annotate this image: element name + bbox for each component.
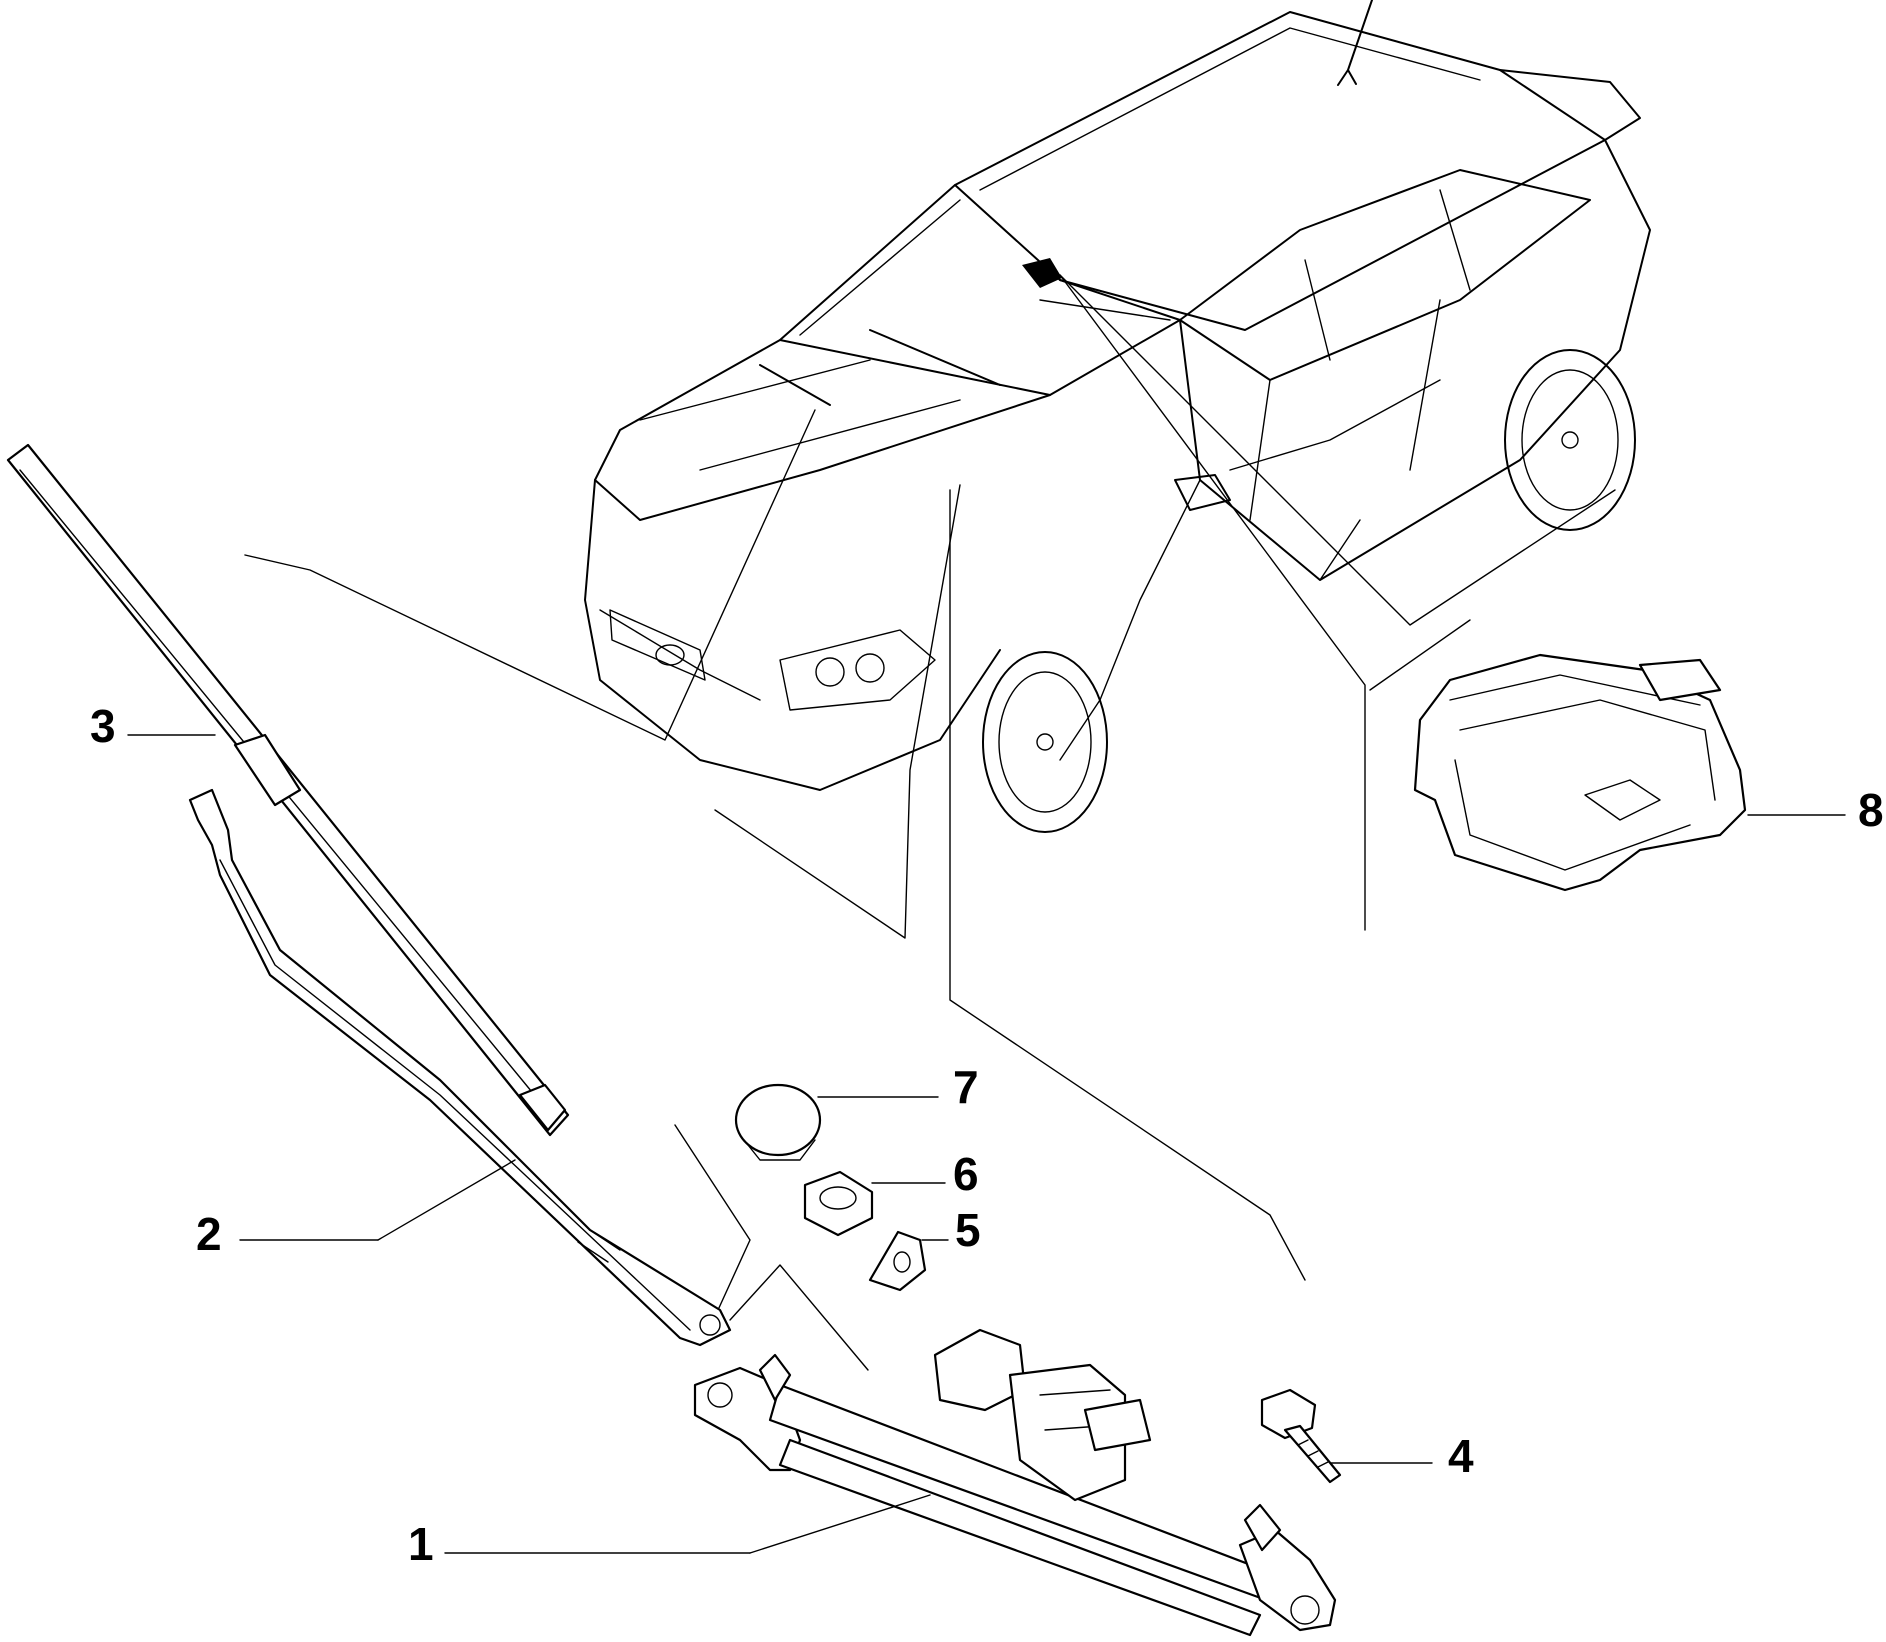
wiper-arm xyxy=(188,788,732,1347)
callout-number: 3 xyxy=(90,700,116,752)
callout-7: 7 xyxy=(817,1061,979,1113)
callout-4: 4 xyxy=(1329,1430,1474,1482)
callout-number: 8 xyxy=(1858,784,1884,836)
callout-8: 8 xyxy=(1747,784,1884,836)
callout-number: 4 xyxy=(1448,1430,1474,1482)
callout-1: 1 xyxy=(408,1494,931,1570)
hex-nut xyxy=(803,1170,874,1237)
callout-number: 7 xyxy=(953,1061,979,1113)
leader-lines xyxy=(244,274,1616,1371)
wiper-blade xyxy=(6,443,570,1137)
car-illustration xyxy=(584,0,1651,833)
bolt xyxy=(1260,1388,1342,1484)
callout-6: 6 xyxy=(871,1148,979,1200)
callout-5: 5 xyxy=(921,1204,981,1256)
seal xyxy=(868,1230,927,1292)
rain-sensor-module xyxy=(1413,653,1747,892)
callout-number: 5 xyxy=(955,1204,981,1256)
cap xyxy=(734,1083,822,1161)
callout-number: 1 xyxy=(408,1518,434,1570)
wiper-linkage-motor xyxy=(693,1328,1337,1637)
callout-number: 2 xyxy=(196,1208,222,1260)
callout-number: 6 xyxy=(953,1148,979,1200)
callout-2: 2 xyxy=(196,1159,516,1260)
callout-3: 3 xyxy=(90,700,216,752)
